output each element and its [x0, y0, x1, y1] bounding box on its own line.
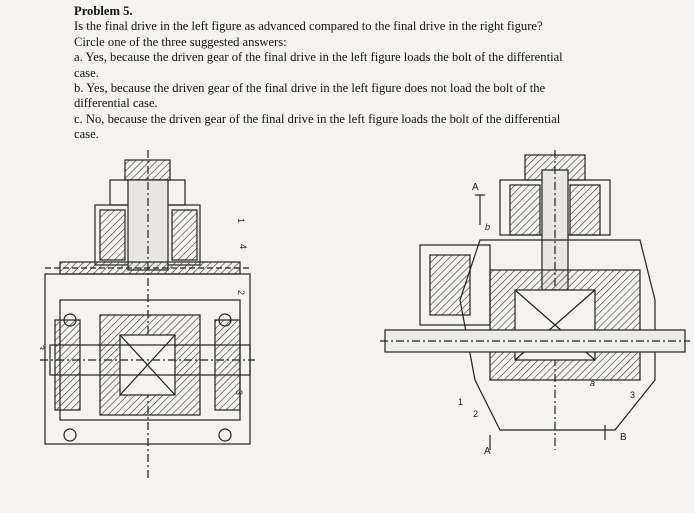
right-label-A-top: A [472, 182, 479, 193]
right-label-1: 1 [458, 397, 463, 407]
right-label-3: 3 [630, 390, 635, 400]
left-final-drive-figure: 1 4 2 3 3 [36, 150, 255, 490]
right-final-drive-figure: A b 1 2 3 a A B [380, 150, 690, 460]
right-label-B: B [620, 432, 627, 443]
left-label-3a: 3 [40, 345, 46, 350]
problem-text: Problem 5. Is the final drive in the lef… [70, 4, 680, 143]
answer-a-line2[interactable]: case. [74, 65, 99, 80]
left-label-3b: 3 [234, 390, 244, 395]
right-drawing: A b 1 2 3 a A B [380, 150, 690, 457]
right-label-a: a [590, 378, 595, 388]
answer-c-line1[interactable]: c. No, because the driven gear of the fi… [74, 111, 561, 126]
right-label-b: b [485, 222, 490, 232]
question-text: Is the final drive in the left figure as… [74, 19, 543, 34]
answer-b-line2[interactable]: differential case. [74, 96, 158, 111]
left-drawing: 1 4 2 3 3 [36, 150, 255, 480]
instruction-text: Circle one of the three suggested answer… [74, 34, 287, 49]
problem-title: Problem 5. [74, 4, 133, 18]
right-label-2: 2 [473, 409, 478, 419]
answer-c-line2[interactable]: case. [74, 127, 99, 142]
left-label-2: 2 [236, 290, 246, 295]
answer-b-line1[interactable]: b. Yes, because the driven gear of the f… [74, 81, 546, 96]
left-label-4: 4 [238, 244, 248, 249]
right-label-A-bottom: A [484, 446, 491, 457]
answer-a-line1[interactable]: a. Yes, because the driven gear of the f… [74, 50, 563, 65]
left-label-1: 1 [236, 218, 246, 223]
